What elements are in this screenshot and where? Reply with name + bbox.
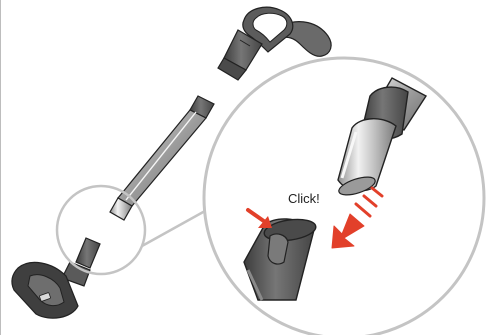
tube-shaft [118,110,206,206]
detail-marker-circle [57,186,145,274]
nozzle-neck-connector [76,238,100,268]
floor-nozzle-icon [12,238,100,318]
extension-tube-icon [110,96,214,220]
tube-highlight [126,112,196,200]
page-margin-rule [0,0,1,335]
magnified-circle [204,58,484,335]
magnified-detail-view: Click! [204,58,484,335]
click-label: Click! [288,191,320,206]
magnified-neck-button [268,234,288,264]
